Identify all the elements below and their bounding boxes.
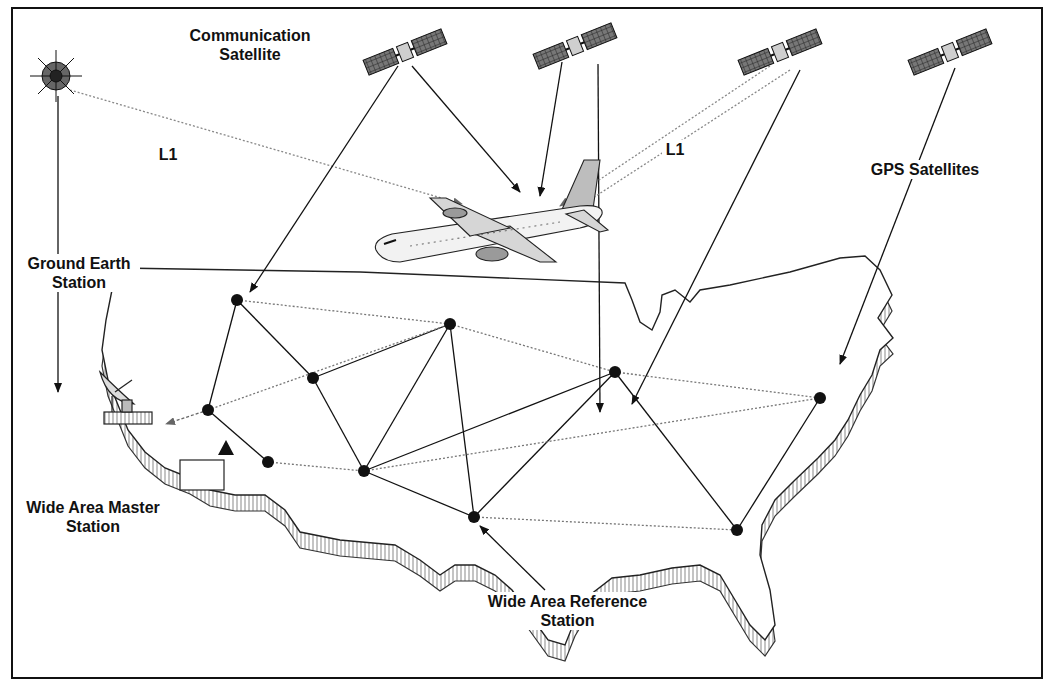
reference-station-dots-part [731,524,743,536]
network-links-part [474,372,615,517]
ground-earth-station-dish-part [100,372,134,404]
communication-satellite-part [38,58,74,94]
signal-arrows-part [540,62,562,196]
signal-arrows-part [632,70,800,404]
airplane-part [476,247,508,261]
airplane-part [443,208,467,218]
gps-satellites-part [533,23,617,69]
signal-arrows-part [70,90,462,204]
reference-station-dots-part [262,456,274,468]
signal-arrows-part [250,66,398,292]
network-links-part [208,300,237,410]
network-links-part [364,372,615,471]
reference-station-dots-part [307,372,319,384]
ground-earth-station-dish-part [111,396,112,412]
airplane-part [384,240,396,244]
us-map-part [102,256,893,645]
network-links-part [474,517,737,530]
us-map [102,256,893,661]
gps-satellites-part [908,29,992,75]
network-links-part [615,372,737,530]
map-label: GPS Satellites [845,160,1005,179]
network-links-part [313,324,450,378]
ground-earth-station-dish-part [104,412,152,424]
communication-satellite [30,50,82,102]
network-links-part [450,324,474,517]
map-label: Wide Area Master Station [18,498,168,536]
signal-arrows-part [562,70,790,218]
reference-station-dots-part [609,366,621,378]
signal-arrows-part [412,66,520,192]
network-links-part [237,300,313,378]
map-label: L1 [155,145,181,164]
network-links-part [364,324,450,471]
reference-station-dots [202,294,826,536]
master-station-icon-part [180,460,224,490]
map-label: L1 [662,140,688,159]
signal-arrows-part [840,68,955,364]
reference-station-dots-part [358,465,370,477]
network-links-part [313,378,364,471]
network-links-part [737,398,820,530]
map-label: Communication Satellite [175,26,325,64]
master-station-icon [180,440,234,490]
airplane-part [410,222,560,246]
network-links-part [208,410,268,462]
reference-station-dots-part [444,318,456,330]
ground-earth-station-dish [100,372,152,424]
network-links-part [268,462,364,471]
signal-arrows-part [598,64,600,412]
airplane [375,160,608,262]
network-links-part [237,300,450,324]
ground-earth-station-dish-part [115,380,132,392]
airplane-part [566,210,608,232]
frame [12,8,1042,678]
ground-earth-station-dish-part [122,400,132,412]
map-label: Ground Earth Station [18,254,140,292]
network-links-part [450,324,615,372]
signal-arrows-part [57,96,58,392]
reference-station-dots-part [202,404,214,416]
reference-station-dots-part [231,294,243,306]
gps-satellites [363,23,992,75]
reference-station-dots-part [814,392,826,404]
map-label: Wide Area Reference Station [480,592,655,630]
master-station-icon-part [218,440,234,455]
network-links [166,300,820,530]
airplane-part [430,198,510,236]
signal-arrows [58,62,955,590]
reference-station-dots-part [468,511,480,523]
network-links-part [166,410,208,424]
network-links-part [364,398,820,471]
gps-satellites-part [738,29,822,75]
signal-arrows-part [480,526,545,590]
gps-satellites-part [363,29,447,75]
network-links-part [208,324,450,410]
communication-satellite-part [50,70,62,82]
network-links-part [364,471,474,517]
communication-satellite-part [38,58,74,94]
